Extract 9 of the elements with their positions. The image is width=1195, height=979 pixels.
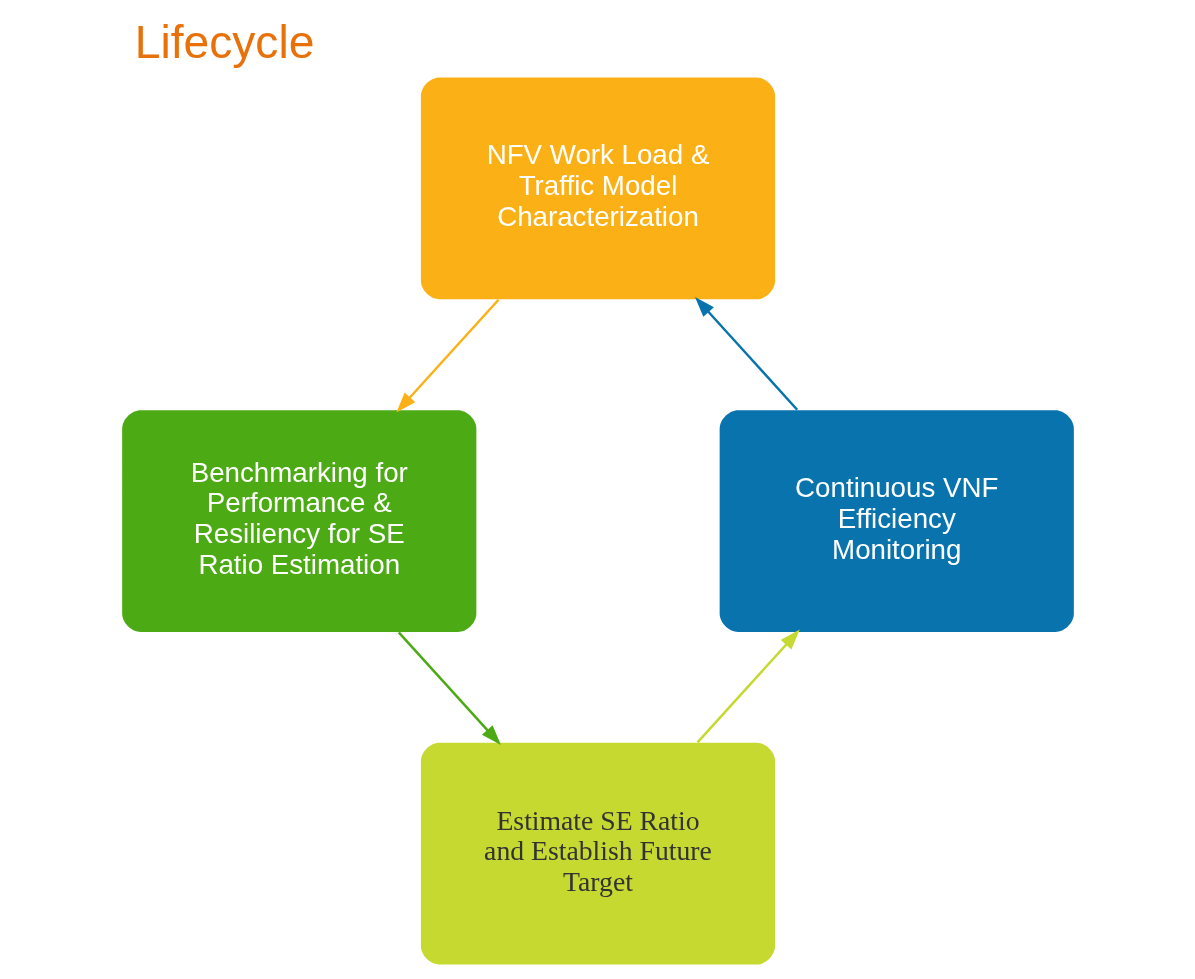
arrow [395,298,499,413]
arrow [696,629,800,744]
node-box: Estimate SE Ratio and Establish Future Target [420,742,775,965]
node-box: Benchmarking for Performance & Resiliency for SE Ratio Estimation [121,410,476,632]
diagram-title: Lifecycle [134,15,314,68]
node-box: NFV Work Load & Traffic Model Characterization [420,77,775,300]
arrow [397,631,501,746]
node-box: Continuous VNF Efficiency Monitoring [719,410,1074,632]
arrow [694,296,798,411]
